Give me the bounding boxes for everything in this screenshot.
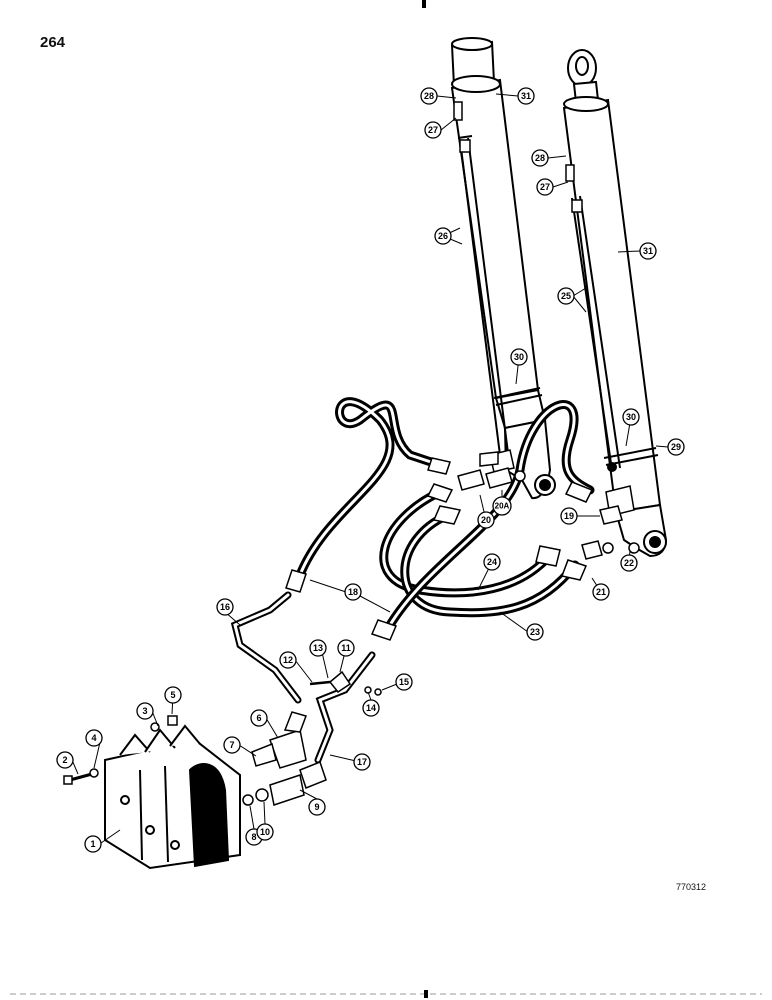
svg-text:27: 27	[428, 125, 438, 135]
hose-end-fittings	[285, 451, 594, 641]
cylinder-clamps	[493, 387, 659, 472]
valve-bolts-washers	[63, 715, 178, 785]
top-registration-mark	[422, 0, 426, 8]
svg-text:19: 19	[564, 511, 574, 521]
cylinder-inlet-fittings	[457, 467, 640, 560]
svg-text:5: 5	[170, 690, 175, 700]
connector-9	[242, 761, 327, 806]
leader-lines	[71, 93, 669, 844]
bottom-registration-mark	[424, 990, 428, 998]
svg-text:20: 20	[481, 515, 491, 525]
callout-13: 13	[309, 639, 327, 657]
svg-text:14: 14	[366, 703, 376, 713]
tube-17-inner	[316, 653, 374, 762]
callout-22: 22	[620, 554, 638, 572]
callout-29: 29	[667, 438, 685, 456]
svg-text:31: 31	[521, 91, 531, 101]
svg-text:7: 7	[229, 740, 234, 750]
callout-3: 3	[136, 702, 154, 720]
svg-text:13: 13	[313, 643, 323, 653]
callout-25: 25	[557, 287, 575, 305]
hose-18	[295, 397, 445, 580]
svg-text:31: 31	[643, 246, 653, 256]
callout-18: 18	[344, 583, 362, 601]
drawing-code: 770312	[676, 882, 707, 892]
elbow-fitting-6	[251, 711, 307, 769]
svg-text:2: 2	[62, 755, 67, 765]
svg-text:8: 8	[251, 832, 256, 842]
callout-26: 26	[434, 227, 452, 245]
page-number: 264	[40, 34, 66, 51]
hose-23	[400, 510, 580, 618]
svg-text:24: 24	[487, 557, 497, 567]
callout-14: 14	[362, 699, 380, 717]
svg-text:27: 27	[540, 182, 550, 192]
svg-text:16: 16	[220, 602, 230, 612]
svg-text:1: 1	[90, 839, 95, 849]
svg-text:30: 30	[626, 412, 636, 422]
callout-12: 12	[279, 651, 297, 669]
left-lift-cylinder	[450, 37, 556, 500]
callout-19: 19	[560, 507, 578, 525]
callout-28-left: 28	[420, 87, 438, 105]
right-cylinder-tube	[571, 195, 621, 471]
callout-31-left: 31	[517, 87, 535, 105]
svg-text:20A: 20A	[495, 502, 510, 511]
callout-9: 9	[308, 798, 326, 816]
svg-text:9: 9	[314, 802, 319, 812]
callout-15: 15	[395, 673, 413, 691]
callout-1: 1	[84, 835, 102, 853]
tube-16-inner	[233, 593, 300, 702]
left-cylinder-tube	[457, 135, 509, 456]
svg-text:6: 6	[256, 713, 261, 723]
svg-text:26: 26	[438, 231, 448, 241]
callout-27-right: 27	[536, 178, 554, 196]
callout-16: 16	[216, 598, 234, 616]
callout-31-right: 31	[639, 242, 657, 260]
callout-10: 10	[256, 823, 274, 841]
svg-text:17: 17	[357, 757, 367, 767]
svg-text:30: 30	[514, 352, 524, 362]
svg-text:10: 10	[260, 827, 270, 837]
callout-20a: 20A	[492, 496, 512, 516]
svg-text:11: 11	[341, 643, 351, 653]
control-valve	[104, 724, 241, 870]
svg-text:29: 29	[671, 442, 681, 452]
svg-text:15: 15	[399, 677, 409, 687]
callout-5: 5	[164, 686, 182, 704]
callout-28-right: 28	[531, 149, 549, 167]
right-lift-cylinder	[562, 49, 668, 558]
callout-23: 23	[526, 623, 544, 641]
callout-6: 6	[250, 709, 268, 727]
svg-text:3: 3	[142, 706, 147, 716]
svg-text:12: 12	[283, 655, 293, 665]
callout-20: 20	[477, 511, 495, 529]
callout-27-left: 27	[424, 121, 442, 139]
svg-text:22: 22	[624, 558, 634, 568]
callout-24: 24	[483, 553, 501, 571]
callout-17: 17	[353, 753, 371, 771]
callout-30-left: 30	[510, 348, 528, 366]
callout-21: 21	[592, 583, 610, 601]
hose-upper-right	[385, 400, 595, 630]
callout-4: 4	[85, 729, 103, 747]
svg-text:4: 4	[91, 733, 96, 743]
callout-30-right: 30	[622, 408, 640, 426]
callout-11: 11	[337, 639, 355, 657]
svg-text:23: 23	[530, 627, 540, 637]
svg-text:18: 18	[348, 587, 358, 597]
callout-7: 7	[223, 736, 241, 754]
svg-text:28: 28	[424, 91, 434, 101]
svg-text:25: 25	[561, 291, 571, 301]
svg-text:21: 21	[596, 587, 606, 597]
callout-2: 2	[56, 751, 74, 769]
svg-text:28: 28	[535, 153, 545, 163]
